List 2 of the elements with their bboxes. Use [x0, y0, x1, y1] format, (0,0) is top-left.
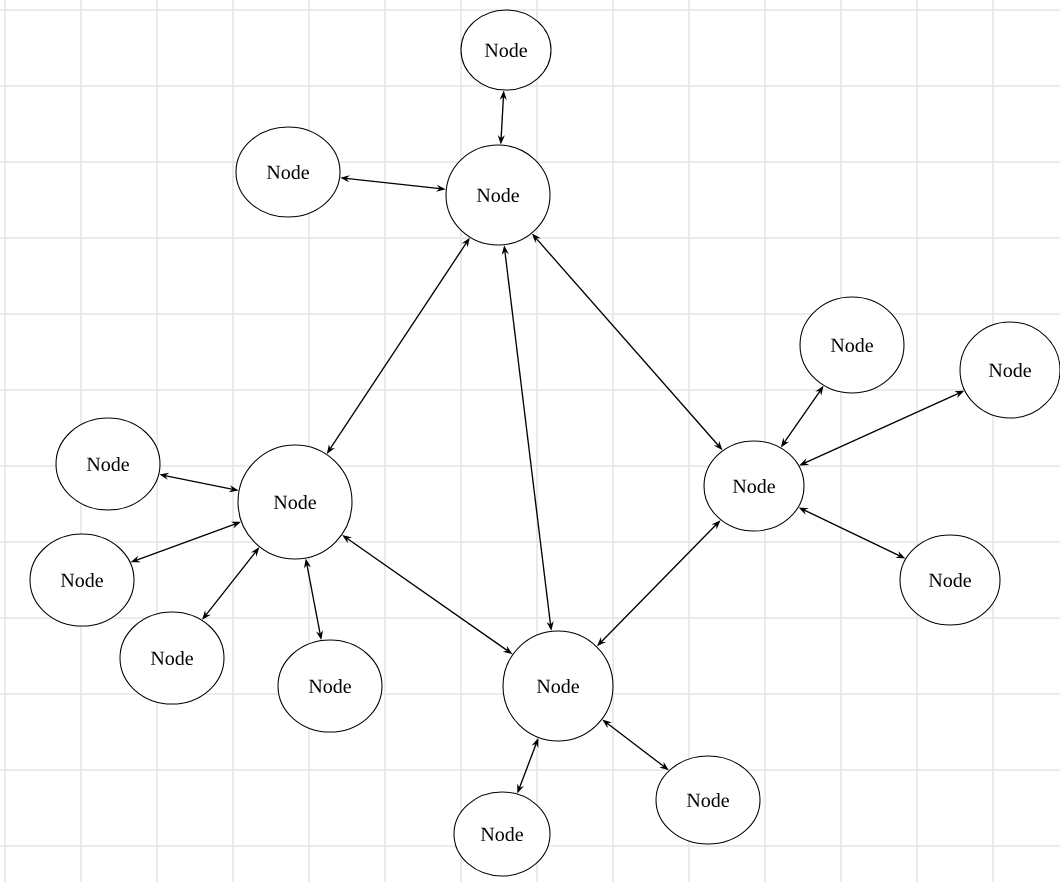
node-label: Node [988, 362, 1031, 378]
node-label: Node [480, 826, 523, 842]
